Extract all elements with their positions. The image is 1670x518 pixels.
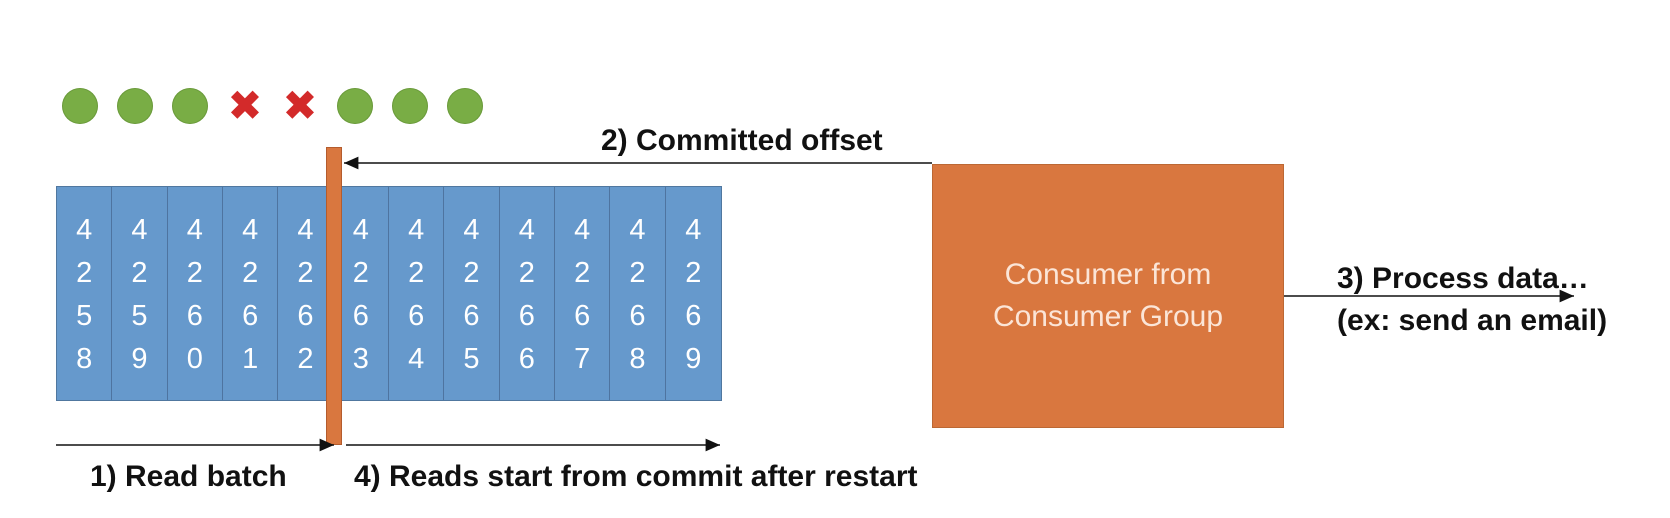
offset-digit: 4	[685, 214, 702, 246]
offset-digit: 6	[574, 300, 591, 332]
offset-digit: 1	[242, 343, 259, 375]
offset-digit: 6	[463, 300, 480, 332]
offset-cell-4264: 4 2 6 4	[389, 187, 445, 400]
offset-digit: 2	[629, 257, 646, 289]
offset-digit: 4	[352, 214, 369, 246]
consumer-group-box: Consumer from Consumer Group	[932, 164, 1284, 428]
offset-digit: 6	[685, 300, 702, 332]
offset-digit: 4	[76, 214, 93, 246]
success-status-icon	[172, 88, 208, 124]
success-status-icon	[62, 88, 98, 124]
offset-digit: 6	[518, 343, 535, 375]
offset-digit: 4	[463, 214, 480, 246]
offset-digit: 7	[574, 343, 591, 375]
offset-digit: 2	[297, 257, 314, 289]
consumer-box-label: Consumer from Consumer Group	[992, 258, 1224, 333]
success-status-icon	[117, 88, 153, 124]
process-data-label: 3) Process data… (ex: send an email)	[1337, 262, 1608, 337]
offset-cell-4269: 4 2 6 9	[666, 187, 721, 400]
offset-digit: 4	[297, 214, 314, 246]
offset-digit: 8	[629, 343, 646, 375]
offset-digit: 6	[352, 300, 369, 332]
offset-digit: 2	[518, 257, 535, 289]
reads-start-label: 4) Reads start from commit after restart	[354, 460, 918, 493]
offset-digit: 9	[131, 343, 148, 375]
offset-digit: 0	[186, 343, 203, 375]
offset-digit: 6	[629, 300, 646, 332]
offset-digit: 2	[131, 257, 148, 289]
offset-digit: 6	[297, 300, 314, 332]
offset-digit: 2	[352, 257, 369, 289]
offset-digit: 4	[574, 214, 591, 246]
offset-digit: 4	[242, 214, 259, 246]
offset-digit: 4	[408, 214, 425, 246]
offset-digit: 2	[242, 257, 259, 289]
offset-digit: 5	[131, 300, 148, 332]
offset-cell-4263: 4 2 6 3	[334, 187, 389, 400]
offset-cell-4267: 4 2 6 7	[555, 187, 611, 400]
committed-offset-label: 2) Committed offset	[601, 124, 883, 157]
offset-digit: 8	[76, 343, 93, 375]
offset-digit: 5	[76, 300, 93, 332]
success-status-icon	[447, 88, 483, 124]
offset-digit: 2	[186, 257, 203, 289]
partition-log: 4 2 5 8 4 2 5 9 4 2 6 0 4 2 6 1 4 2 6 2	[56, 186, 722, 401]
offset-cell-4258: 4 2 5 8	[57, 187, 113, 400]
offset-digit: 4	[518, 214, 535, 246]
offset-digit: 9	[685, 343, 702, 375]
offset-digit: 6	[518, 300, 535, 332]
offset-cell-4266: 4 2 6 6	[500, 187, 555, 400]
offset-digit: 4	[131, 214, 148, 246]
offset-digit: 3	[352, 343, 369, 375]
offset-digit: 4	[186, 214, 203, 246]
offset-digit: 2	[76, 257, 93, 289]
offset-digit: 2	[408, 257, 425, 289]
success-status-icon	[337, 88, 373, 124]
offset-digit: 6	[408, 300, 425, 332]
offset-cell-4259: 4 2 5 9	[112, 187, 168, 400]
offset-digit: 2	[685, 257, 702, 289]
offset-digit: 6	[242, 300, 259, 332]
offset-digit: 2	[297, 343, 314, 375]
offset-digit: 4	[408, 343, 425, 375]
offset-cell-4268: 4 2 6 8	[610, 187, 666, 400]
offset-cell-4265: 4 2 6 5	[444, 187, 500, 400]
offset-digit: 2	[574, 257, 591, 289]
offset-digit: 4	[629, 214, 646, 246]
offset-cell-4260: 4 2 6 0	[168, 187, 223, 400]
read-batch-label: 1) Read batch	[90, 460, 287, 493]
offset-digit: 5	[463, 343, 480, 375]
success-status-icon	[392, 88, 428, 124]
offset-digit: 6	[186, 300, 203, 332]
offset-cell-4261: 4 2 6 1	[223, 187, 279, 400]
offset-digit: 2	[463, 257, 480, 289]
